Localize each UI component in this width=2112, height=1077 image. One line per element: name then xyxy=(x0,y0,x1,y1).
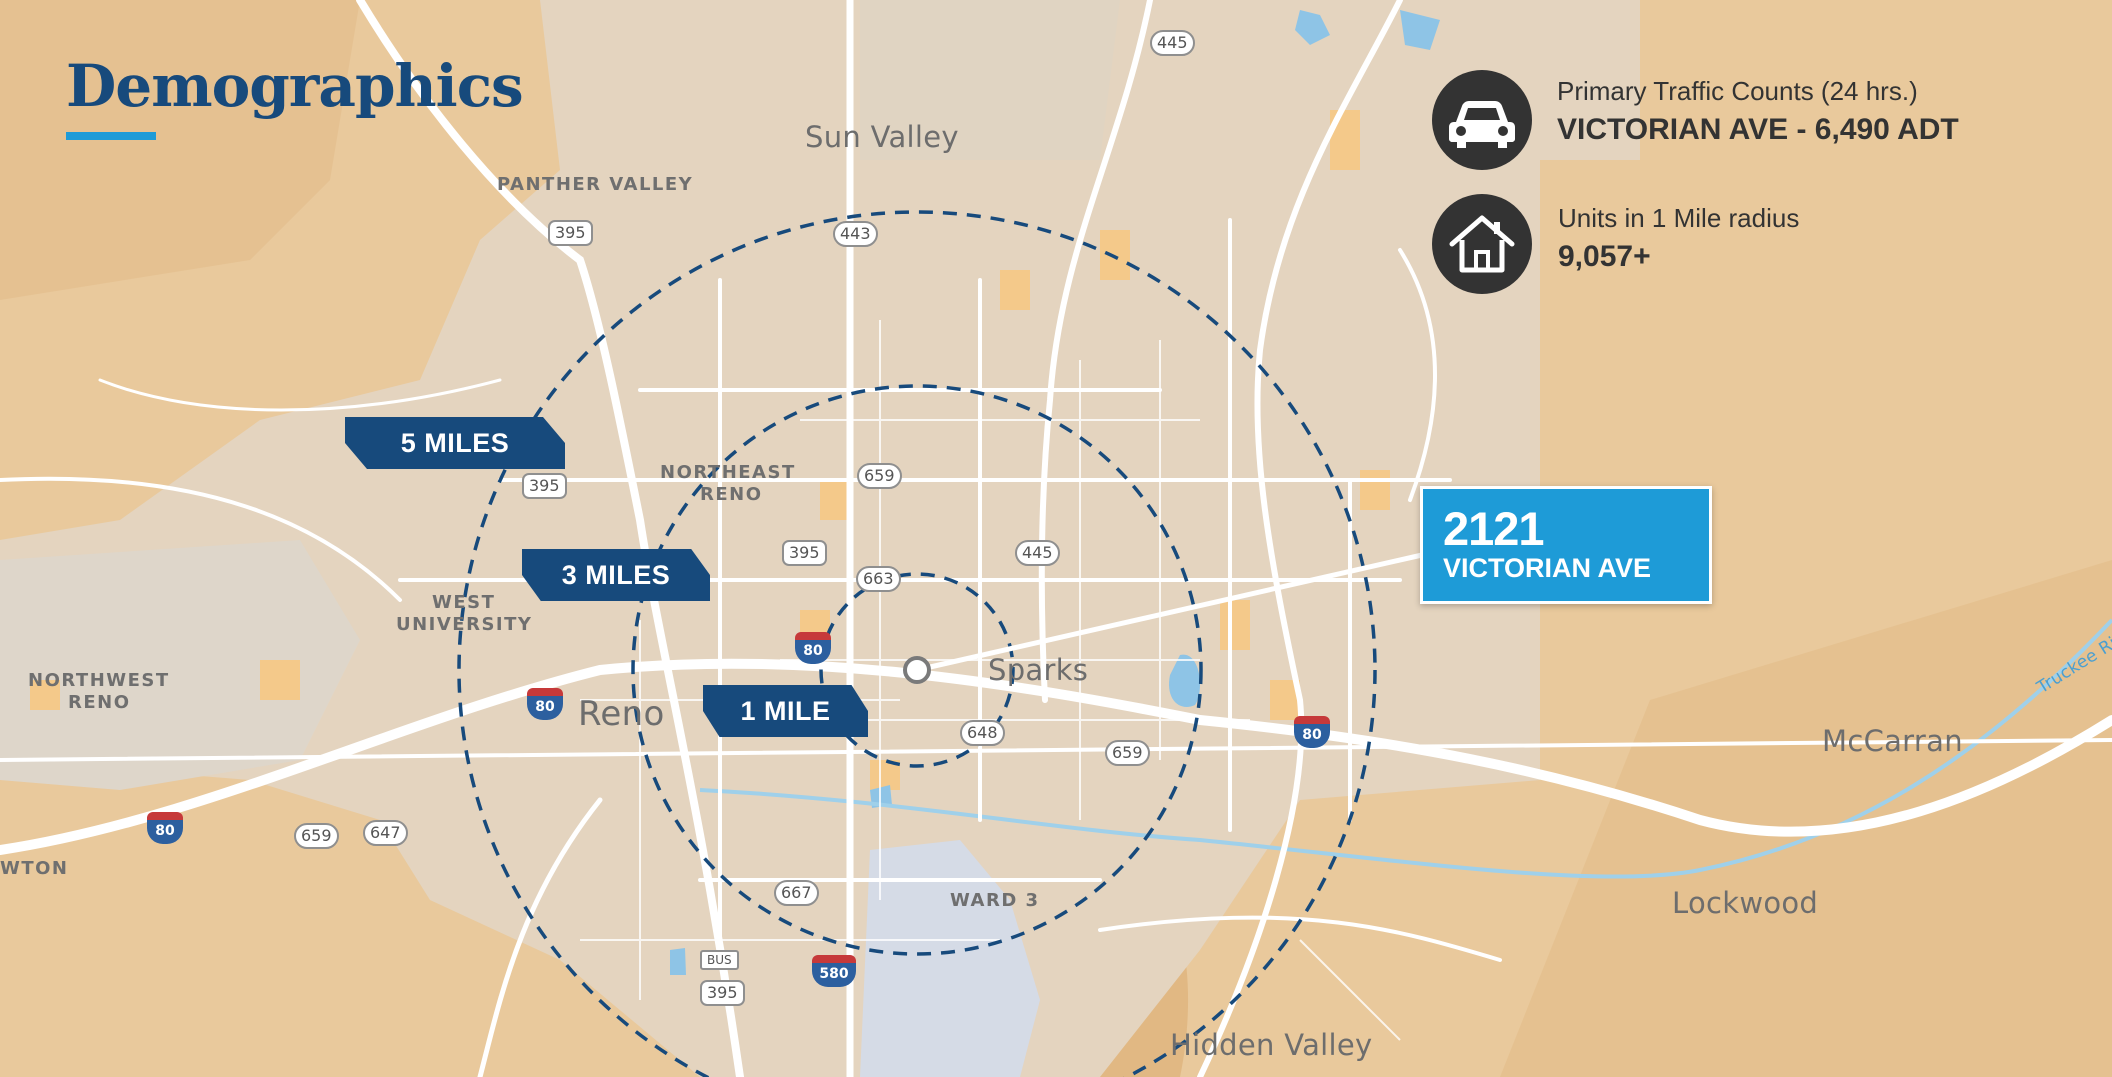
route-shield-445-top: 445 xyxy=(1150,30,1195,56)
place-reno: Reno xyxy=(578,694,665,734)
interstate-shield-80-west: 80 xyxy=(147,812,183,846)
traffic-count-value: VICTORIAN AVE - 6,490 ADT xyxy=(1557,113,1959,146)
route-shield-445-mid: 445 xyxy=(1015,540,1060,566)
property-pointer-line xyxy=(916,552,1423,673)
page-title: Demographics xyxy=(66,52,524,120)
place-northwest-reno-line2: RENO xyxy=(68,692,131,713)
radius-label-5-miles: 5 MILES xyxy=(345,417,565,469)
route-shield-667: 667 xyxy=(774,880,819,906)
route-shield-395-mid: 395 xyxy=(782,540,827,566)
car-icon xyxy=(1432,70,1532,170)
title-underline xyxy=(66,132,156,140)
traffic-count-label: Primary Traffic Counts (24 hrs.) xyxy=(1557,76,1918,106)
place-lockwood: Lockwood xyxy=(1672,886,1819,920)
route-shield-663: 663 xyxy=(856,566,901,592)
route-shield-659-sw: 659 xyxy=(294,823,339,849)
ring-1-mile xyxy=(819,572,1015,768)
interstate-shield-80-east: 80 xyxy=(1294,716,1330,750)
radius-label-1-mile: 1 MILE xyxy=(703,685,868,737)
place-sparks: Sparks xyxy=(988,653,1089,687)
interstate-shield-80-reno: 80 xyxy=(527,688,563,722)
route-shield-395-panther: 395 xyxy=(548,220,593,246)
ring-5-miles xyxy=(457,210,1377,1077)
place-west-university-line1: WEST xyxy=(432,592,496,613)
route-shield-648: 648 xyxy=(960,720,1005,746)
route-shield-443: 443 xyxy=(833,221,878,247)
place-northwest-reno-line1: NORTHWEST xyxy=(28,670,170,691)
route-shield-395-bus: 395 xyxy=(700,980,745,1006)
property-number: 2121 xyxy=(1443,502,1545,555)
place-northeast-reno-line1: NORTHEAST xyxy=(660,462,796,483)
place-mccarran: McCarran xyxy=(1822,724,1963,758)
place-northeast-reno-line2: RENO xyxy=(700,484,763,505)
interstate-shield-580: 580 xyxy=(812,955,856,989)
place-panther-valley: PANTHER VALLEY xyxy=(497,174,694,195)
interstate-shield-80-center: 80 xyxy=(795,632,831,666)
property-callout[interactable]: 2121 VICTORIAN AVE xyxy=(1420,486,1712,604)
property-street: VICTORIAN AVE xyxy=(1443,553,1652,583)
radius-label-3-miles: 3 MILES xyxy=(522,549,710,601)
place-sun-valley: Sun Valley xyxy=(805,120,959,154)
route-shield-395-west: 395 xyxy=(522,473,567,499)
place-west-university-line2: UNIVERSITY xyxy=(396,614,533,635)
place-ward-3: WARD 3 xyxy=(950,890,1040,911)
house-icon xyxy=(1432,194,1532,294)
place-hidden-valley: Hidden Valley xyxy=(1170,1028,1373,1062)
units-label: Units in 1 Mile radius xyxy=(1558,203,1800,233)
route-shield-647: 647 xyxy=(363,820,408,846)
route-shield-bus: BUS xyxy=(700,950,739,970)
route-shield-659-se: 659 xyxy=(1105,740,1150,766)
units-value: 9,057+ xyxy=(1558,240,1651,273)
place-newton-partial: WTON xyxy=(0,858,69,879)
route-shield-659-ne: 659 xyxy=(857,463,902,489)
ring-3-miles xyxy=(631,384,1203,956)
